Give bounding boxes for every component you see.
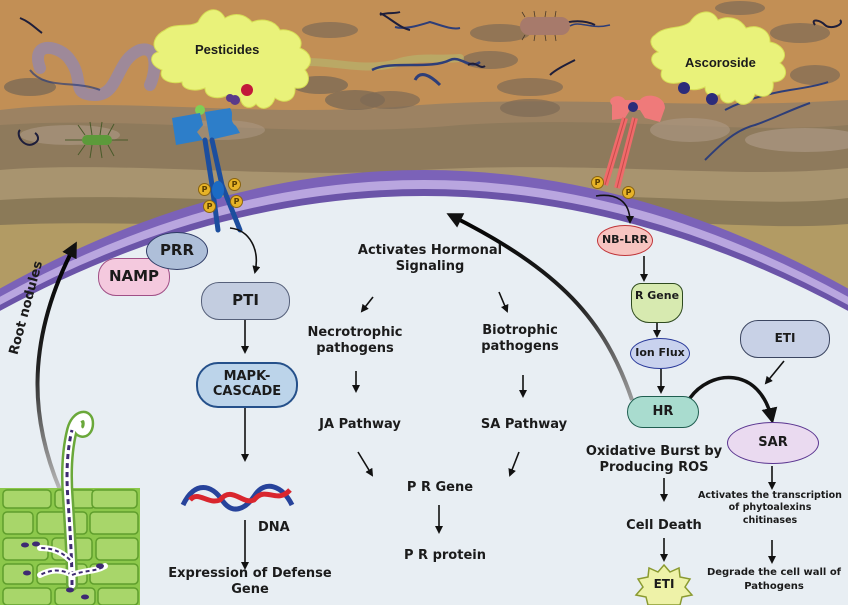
oxidative-line1: Oxidative Burst by [585, 444, 723, 459]
expression-line1: Expression of Defense [168, 566, 332, 581]
ja-pathway-label: JA Pathway [319, 417, 401, 432]
hr-to-sar-arrow [688, 375, 778, 424]
expression-defense-gene-label: Expression of Defense Gene [160, 566, 340, 599]
prr-receptor [172, 94, 243, 233]
dna-helix-icon [180, 483, 295, 512]
activates-line3: chitinases [742, 514, 798, 526]
pr-protein-label: P R protein [404, 548, 486, 563]
necro-line2: pathogens [316, 341, 394, 357]
necro-line1: Necrotrophic [307, 325, 403, 340]
hr-node: HR [627, 396, 699, 428]
flow-arrows [229, 194, 785, 570]
plant-root-tissue [0, 410, 140, 605]
activates-transcription-label: Activates the transcription of phytoalex… [692, 490, 848, 527]
phosphate-icon: P [228, 178, 241, 191]
root-nodules-arrow [35, 241, 77, 491]
dna-label: DNA [258, 520, 290, 535]
hormonal-line2: Signaling [395, 259, 465, 275]
eti-star-label: ETI [653, 577, 675, 592]
ascoroside-molecule [650, 11, 787, 105]
sa-pathway-label: SA Pathway [480, 417, 568, 432]
hr-to-hormonal-arrow [446, 213, 634, 401]
eti-box-node: ETI [740, 320, 830, 358]
prr-node: PRR [146, 232, 208, 270]
mapk-cascade-node: MAPK- CASCADE [196, 362, 298, 408]
degrade-cell-wall-label: Degrade the cell wall of Pathogens [700, 566, 848, 593]
mapk-line1: MAPK- [223, 369, 271, 385]
activates-line2: of phytoalexins [728, 502, 812, 514]
pr-gene-label: P R Gene [406, 480, 474, 495]
nb-lrr-node: NB-LRR [597, 225, 653, 256]
phosphate-icon: P [230, 195, 243, 208]
mapk-line2: CASCADE [212, 384, 282, 399]
phosphate-icon: P [591, 176, 604, 189]
phosphate-icon: P [622, 186, 635, 199]
biotrophic-pathogens-label: Biotrophic pathogens [465, 323, 575, 356]
ascoroside-label: Ascoroside [685, 55, 756, 70]
eti-star-shape [634, 563, 694, 605]
pesticides-molecule [151, 9, 311, 115]
oxidative-burst-label: Oxidative Burst by Producing ROS [580, 444, 728, 477]
bio-line2: pathogens [481, 339, 559, 355]
phosphate-icon: P [203, 200, 216, 213]
cell-death-label: Cell Death [626, 518, 702, 533]
pti-node: PTI [201, 282, 290, 320]
pesticides-label: Pesticides [195, 42, 260, 57]
r-gene-node: R Gene [631, 283, 683, 323]
degrade-line1: Degrade the cell wall of [706, 567, 842, 578]
expression-line2: Gene [231, 582, 269, 598]
bio-line1: Biotrophic [482, 323, 558, 338]
ion-flux-node: Ion Flux [630, 338, 690, 369]
soil-organisms [17, 10, 842, 161]
hormonal-line1: Activates Hormonal [357, 243, 503, 258]
oxidative-line2: Producing ROS [599, 460, 709, 476]
hormonal-signaling-label: Activates Hormonal Signaling [330, 243, 530, 276]
phosphate-icon: P [198, 183, 211, 196]
necrotrophic-pathogens-label: Necrotrophic pathogens [300, 325, 410, 358]
activates-line1: Activates the transcription [698, 490, 842, 501]
nb-lrr-receptor [602, 95, 665, 189]
sar-node: SAR [727, 422, 819, 464]
degrade-line2: Pathogens [744, 580, 804, 592]
